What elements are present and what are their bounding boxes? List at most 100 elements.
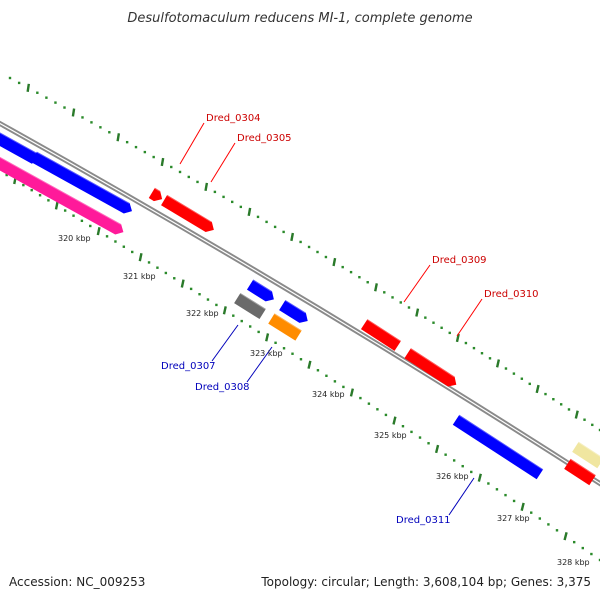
minor-tick [366,281,369,284]
gene-highlight [154,186,161,192]
minor-tick [528,382,531,386]
minor-tick [265,220,268,224]
tick-labels: 320 kbp 321 kbp 322 kbp 323 kbp 324 kbp … [58,234,590,567]
minor-tick [391,296,394,299]
gene-body [0,130,38,164]
gene-reverse-b [31,150,132,214]
major-tick [290,232,295,242]
minor-tick [198,293,201,296]
minor-tick [232,314,235,317]
gene-label-dred-0304[interactable]: Dred_0304 [206,113,261,124]
major-tick [26,83,31,92]
minor-tick [45,96,48,99]
gene-label-dred-0311[interactable]: Dred_0311 [396,515,451,526]
gene-highlight [458,413,544,471]
minor-tick [376,408,379,411]
tick-label-325: 325 kbp [374,431,407,440]
minor-tick [63,209,67,212]
minor-tick [47,199,50,202]
minor-tick [452,459,456,462]
accession-text: Accession: NC_009253 [9,575,145,589]
minor-tick [189,287,193,291]
gene-highlight [36,150,131,204]
minor-tick [143,150,147,154]
minor-tick [581,546,584,550]
major-tick [434,444,440,454]
minor-tick [333,380,337,383]
minor-tick [5,173,8,177]
major-tick [349,388,354,397]
minor-tick [187,175,190,179]
minor-tick [105,235,109,238]
minor-tick [325,374,328,378]
gene-body [452,414,544,480]
minor-tick [448,331,451,335]
leader-dred-0310 [456,298,483,337]
major-tick [222,306,227,315]
gene-dred-0307-partner [246,278,274,302]
minor-tick [358,275,361,279]
minor-tick [367,402,371,405]
major-tick [204,182,209,192]
minor-tick [464,341,468,345]
minor-tick [240,319,243,323]
minor-tick [427,442,430,445]
minor-tick [173,277,176,280]
minor-tick [567,408,571,411]
minor-tick [131,250,134,254]
minor-tick [222,195,225,199]
gene-label-dred-0307[interactable]: Dred_0307 [161,361,216,372]
minor-tick [81,116,84,119]
genome-summary-text: Topology: circular; Length: 3,608,104 bp… [260,575,591,589]
minor-tick [274,341,277,345]
gene-label-dred-0305[interactable]: Dred_0305 [237,133,292,144]
major-tick [574,410,579,419]
gene-reverse-a [0,129,39,164]
tick-label-322: 322 kbp [186,309,219,318]
major-tick [116,133,121,142]
minor-tick [206,298,210,301]
gene-label-dred-0310[interactable]: Dred_0310 [484,289,539,300]
minor-tick [248,325,252,328]
minor-tick [591,423,594,427]
major-tick [247,207,252,217]
gene-highlight [410,347,456,378]
minor-tick [256,215,260,219]
minor-tick [291,352,294,355]
minor-tick [559,403,563,406]
major-tick [563,532,568,541]
minor-tick [273,225,277,229]
minor-tick [178,170,182,174]
gene-label-dred-0309[interactable]: Dred_0309 [432,255,487,266]
minor-tick [147,261,151,264]
minor-tick [89,224,92,228]
major-tick [495,359,501,368]
minor-tick [359,396,362,400]
gene-body [31,151,132,214]
minor-tick [108,131,111,134]
minor-tick [598,428,600,432]
minor-tick [299,240,302,244]
minor-tick [341,265,344,269]
minor-tick [504,367,508,370]
minor-tick [552,398,555,401]
gene-features [0,129,600,486]
major-tick [54,201,59,210]
minor-tick [495,488,499,491]
minor-tick [488,357,492,360]
gene-dred-0304 [148,186,163,202]
minor-tick [282,230,285,234]
tick-label-326: 326 kbp [436,472,469,481]
minor-tick [470,470,473,474]
minor-tick [520,377,524,380]
gene-label-dred-0308[interactable]: Dred_0308 [195,382,250,393]
gene-highlight [366,318,402,342]
gene-body [564,458,596,486]
minor-tick [80,219,84,223]
tick-label-327: 327 kbp [497,514,530,523]
minor-tick [342,385,345,389]
minor-tick [316,250,319,254]
minor-tick [487,482,490,485]
minor-tick [349,270,353,274]
minor-tick [504,493,507,497]
